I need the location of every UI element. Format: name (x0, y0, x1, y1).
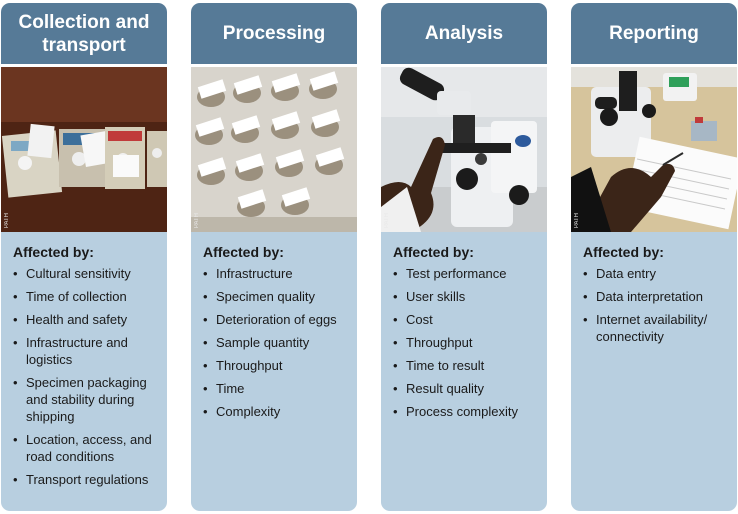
factor-item: Data entry (583, 265, 733, 282)
factor-item: Cultural sensitivity (13, 265, 163, 282)
photo-recording-results: PATH (571, 67, 737, 232)
affected-by-label: Affected by: (583, 244, 664, 260)
factor-item: Infrastructure and logistics (13, 334, 163, 368)
photo-credit: PATH (194, 212, 200, 228)
stage-analysis: Analysis PATH Affected by: Test performa… (381, 3, 547, 511)
factor-item: Infrastructure (203, 265, 353, 282)
affected-by-label: Affected by: (393, 244, 474, 260)
factors-panel: Affected by: Test performance User skill… (381, 232, 547, 511)
stage-title: Reporting (571, 3, 737, 64)
stage-reporting: Reporting PATH (571, 3, 737, 511)
factor-item: Internet availability/ connectivity (583, 311, 733, 345)
factor-item: Test performance (393, 265, 543, 282)
photo-credit: PATH (574, 212, 580, 228)
stage-collection-transport: Collection and transport PATH Affected b… (1, 3, 167, 511)
factor-list: Infrastructure Specimen quality Deterior… (203, 265, 353, 426)
factor-item: Sample quantity (203, 334, 353, 351)
factor-item: Result quality (393, 380, 543, 397)
factor-item: Data interpretation (583, 288, 733, 305)
stage-title: Analysis (381, 3, 547, 64)
stage-processing: Processing (191, 3, 357, 511)
factor-list: Test performance User skills Cost Throug… (393, 265, 543, 426)
stage-title: Processing (191, 3, 357, 64)
photo-credit: PATH (384, 212, 390, 228)
photo-specimen-processing: PATH (191, 67, 357, 232)
stage-title: Collection and transport (1, 3, 167, 64)
factor-item: Time (203, 380, 353, 397)
factors-panel: Affected by: Cultural sensitivity Time o… (1, 232, 167, 511)
photo-microscope: PATH (381, 67, 547, 232)
factor-item: Transport regulations (13, 471, 163, 488)
factor-item: Deterioration of eggs (203, 311, 353, 328)
affected-by-label: Affected by: (13, 244, 94, 260)
factor-item: User skills (393, 288, 543, 305)
factors-panel: Affected by: Data entry Data interpretat… (571, 232, 737, 511)
factor-item: Health and safety (13, 311, 163, 328)
factor-item: Throughput (203, 357, 353, 374)
factor-item: Throughput (393, 334, 543, 351)
factor-item: Specimen packaging and stability during … (13, 374, 163, 425)
factor-item: Time of collection (13, 288, 163, 305)
factor-item: Complexity (203, 403, 353, 420)
factor-item: Process complexity (393, 403, 543, 420)
affected-by-label: Affected by: (203, 244, 284, 260)
factor-item: Location, access, and road conditions (13, 431, 163, 465)
photo-credit: PATH (4, 212, 10, 228)
factors-panel: Affected by: Infrastructure Specimen qua… (191, 232, 357, 511)
factor-item: Cost (393, 311, 543, 328)
factor-list: Cultural sensitivity Time of collection … (13, 265, 163, 494)
factor-item: Specimen quality (203, 288, 353, 305)
factor-item: Time to result (393, 357, 543, 374)
factor-list: Data entry Data interpretation Internet … (583, 265, 733, 351)
photo-specimen-collection: PATH (1, 67, 167, 232)
